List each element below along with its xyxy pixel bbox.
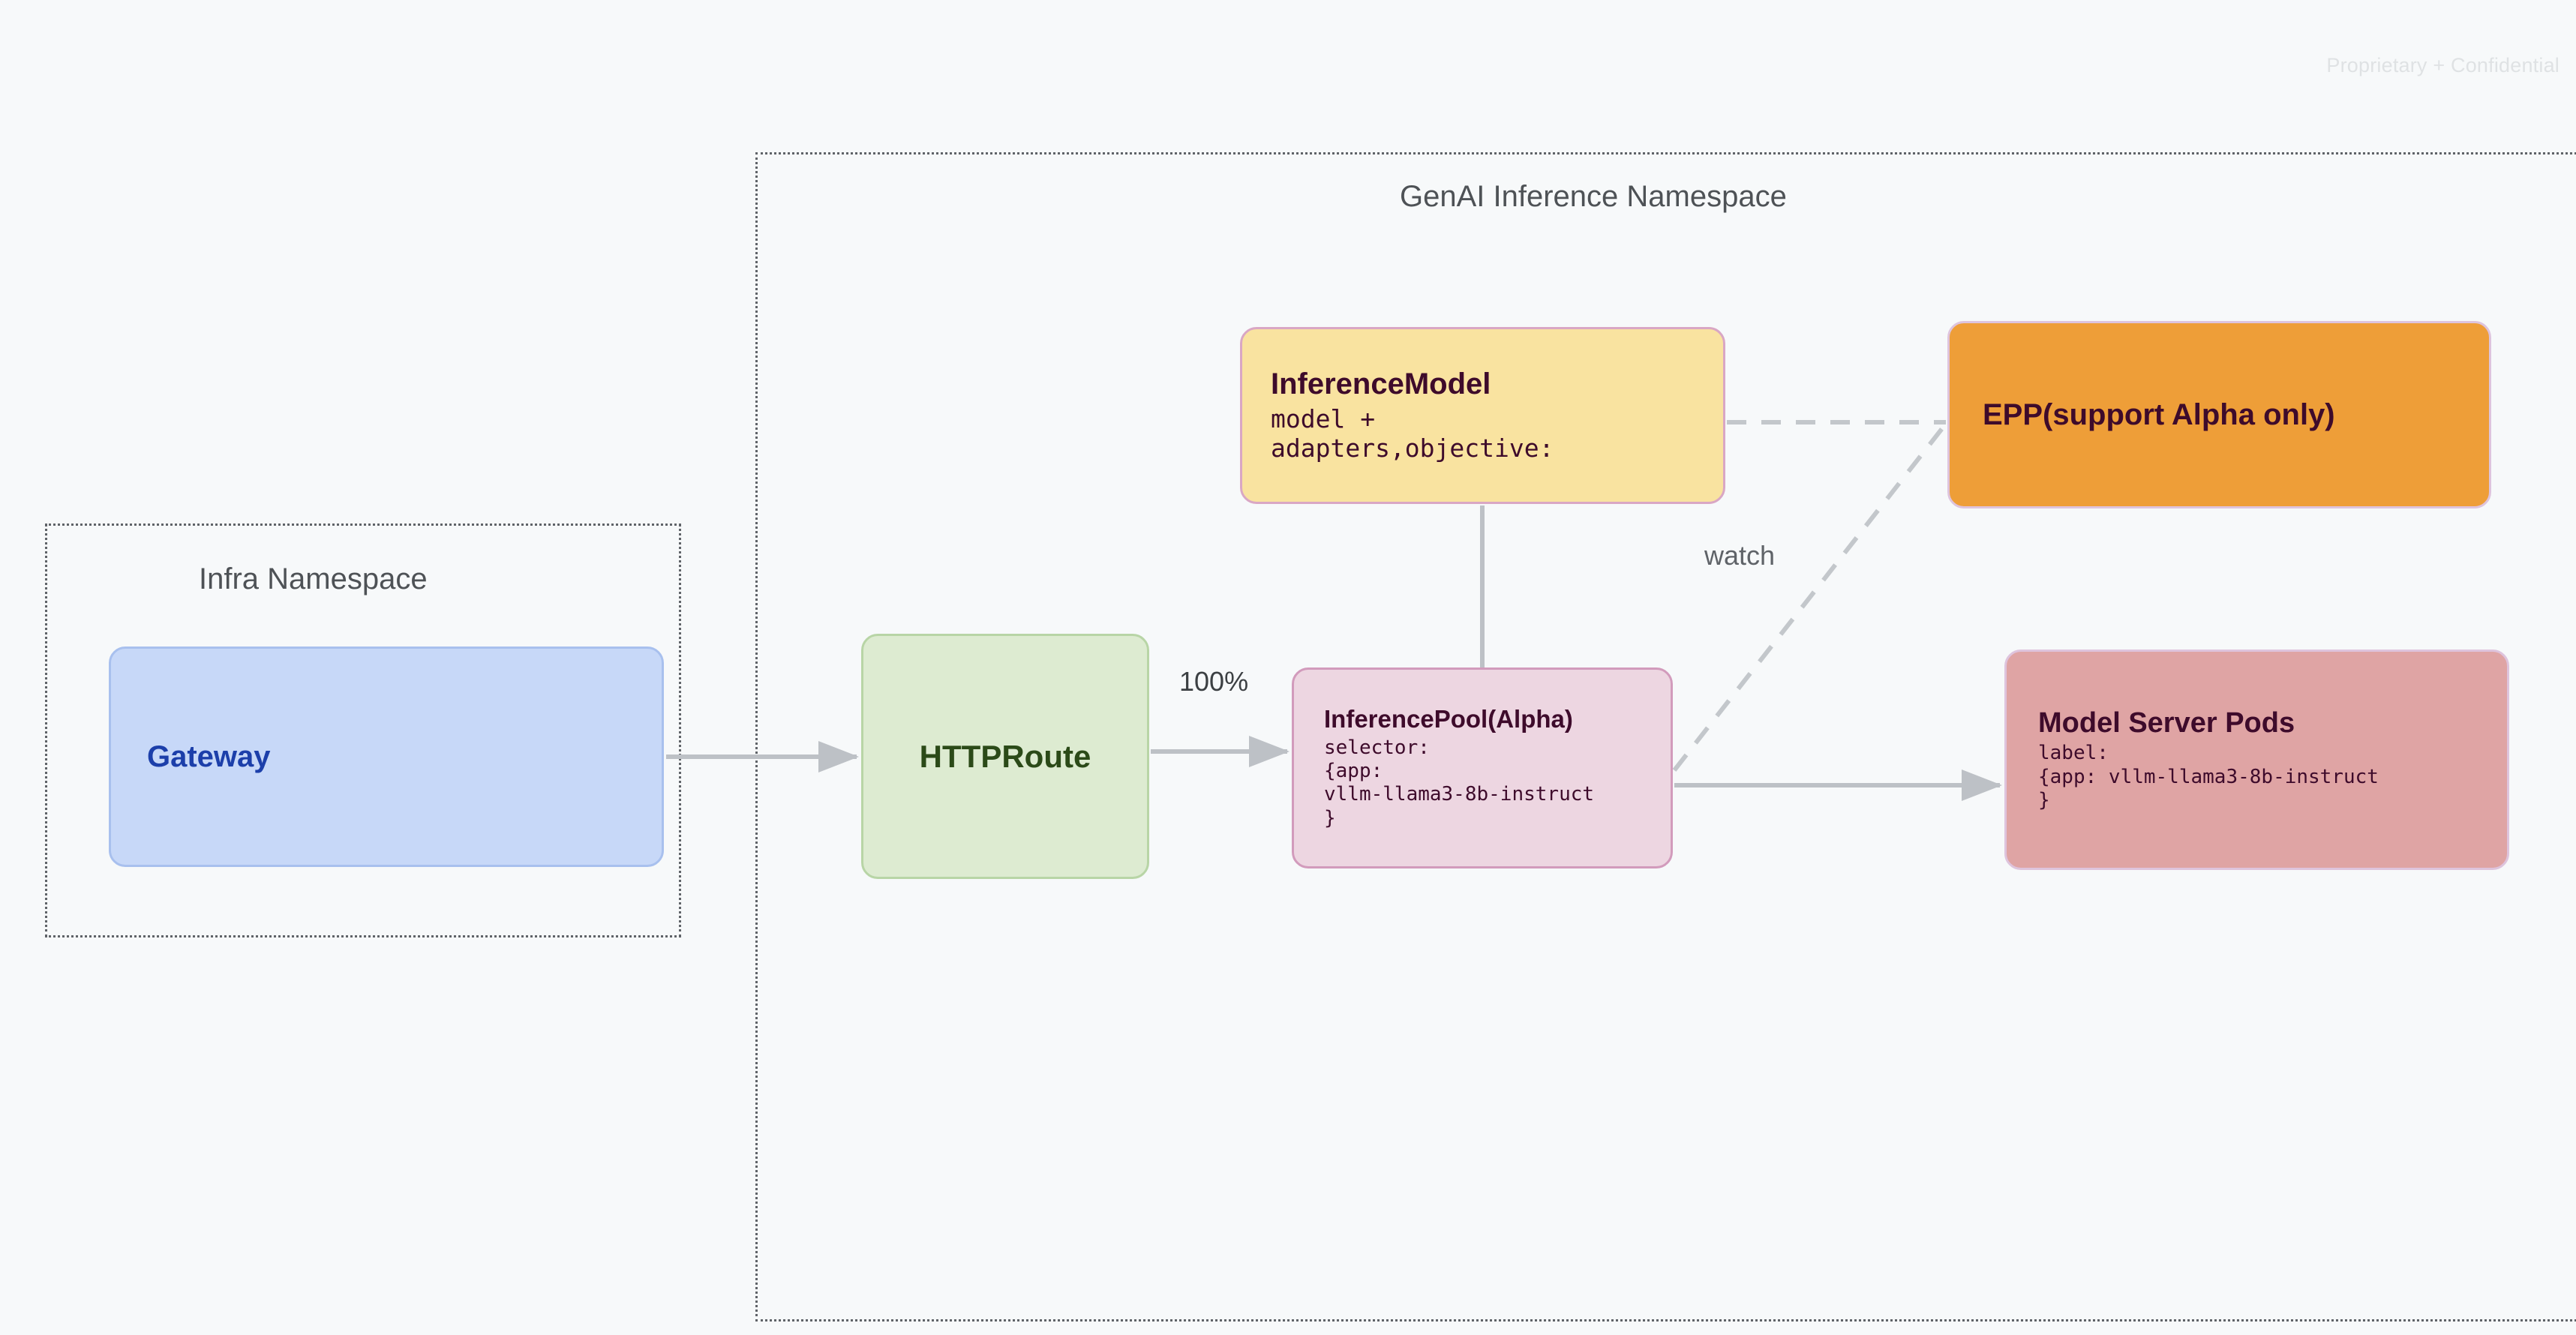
node-inferencepool-title: InferencePool(Alpha): [1324, 705, 1573, 734]
node-epp-title: EPP(support Alpha only): [1983, 398, 2335, 431]
node-httproute[interactable]: HTTPRoute: [861, 634, 1149, 879]
node-gateway[interactable]: Gateway: [109, 646, 664, 867]
node-httproute-title: HTTPRoute: [919, 738, 1091, 774]
proprietary-confidential-watermark: Proprietary + Confidential: [2326, 54, 2559, 76]
node-inferencemodel-spec: model + adapters,objective:: [1271, 404, 1554, 464]
genai-inference-namespace-container: [755, 152, 2576, 1322]
node-inferencepool[interactable]: InferencePool(Alpha) selector: {app: vll…: [1292, 668, 1673, 868]
node-epp[interactable]: EPP(support Alpha only): [1947, 321, 2491, 508]
node-gateway-title: Gateway: [147, 740, 271, 773]
edge-label-traffic-weight: 100%: [1179, 666, 1249, 697]
edge-label-watch: watch: [1704, 540, 1776, 571]
node-model-server-pods-spec: label: {app: vllm-llama3-8b-instruct }: [2038, 742, 2379, 812]
node-model-server-pods-title: Model Server Pods: [2038, 706, 2295, 739]
edge-inferencepool-to-epp-watch: [1672, 422, 1948, 772]
genai-inference-namespace-title: GenAI Inference Namespace: [1400, 180, 1787, 213]
node-model-server-pods[interactable]: Model Server Pods label: {app: vllm-llam…: [2004, 650, 2509, 870]
infra-namespace-container: [45, 524, 681, 938]
node-inferencemodel-title: InferenceModel: [1271, 368, 1491, 400]
node-inferencemodel[interactable]: InferenceModel model + adapters,objectiv…: [1240, 327, 1725, 504]
infra-namespace-title: Infra Namespace: [199, 562, 428, 596]
node-inferencepool-spec: selector: {app: vllm-llama3-8b-instruct …: [1324, 736, 1595, 830]
